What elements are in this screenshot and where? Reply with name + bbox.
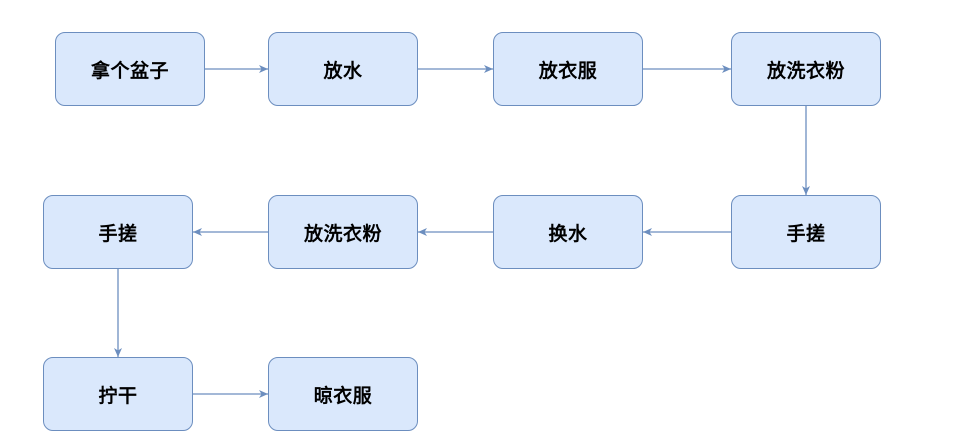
step-add-clothes: 放衣服 bbox=[493, 32, 643, 106]
step-wring-dry: 拧干 bbox=[43, 357, 193, 431]
step-hand-scrub: 手搓 bbox=[731, 195, 881, 269]
step-add-water: 放水 bbox=[268, 32, 418, 106]
step-change-water: 换水 bbox=[493, 195, 643, 269]
step-get-basin: 拿个盆子 bbox=[55, 32, 205, 106]
step-add-detergent: 放洗衣粉 bbox=[731, 32, 881, 106]
step-hang-clothes: 晾衣服 bbox=[268, 357, 418, 431]
step-add-detergent-again: 放洗衣粉 bbox=[268, 195, 418, 269]
step-hand-scrub-again: 手搓 bbox=[43, 195, 193, 269]
